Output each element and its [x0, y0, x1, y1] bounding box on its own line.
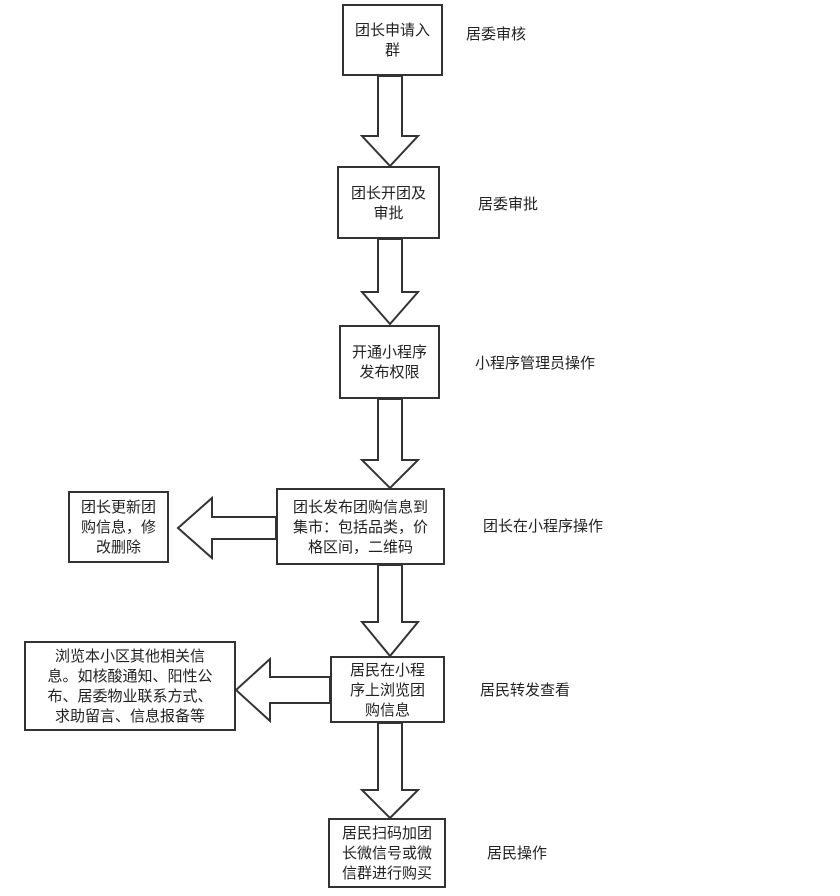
step-text-apply: 团长申请入 群 [354, 21, 430, 59]
left-arrow-2 [234, 656, 331, 724]
step-note-browse: 居民转发查看 [480, 681, 571, 699]
step-box-browse: 居民在小程 序上浏览团 购信息 [330, 656, 445, 723]
side-text-update: 团长更新团 购信息，修 改删除 [80, 498, 156, 556]
down-arrow-4 [359, 564, 421, 658]
step-note-publish: 团长在小程序操作 [483, 517, 604, 535]
side-box-browse-other: 浏览本小区其他相关信 息。如核酸通知、阳性公 布、居委物业联系方式、 求助留言、… [24, 641, 236, 731]
step-box-open-group: 团长开团及 审批 [337, 166, 440, 239]
step-note-apply: 居委审核 [466, 25, 527, 43]
step-text-browse: 居民在小程 序上浏览团 购信息 [349, 660, 425, 719]
step-note-permission: 小程序管理员操作 [475, 354, 596, 372]
step-text-open-group: 团长开团及 审批 [350, 183, 426, 222]
down-arrow-3 [359, 398, 421, 490]
step-box-apply: 团长申请入 群 [342, 4, 443, 76]
down-arrow-1 [359, 75, 421, 168]
step-box-publish: 团长发布团购信息到 集市：包括品类，价 格区间，二维码 [276, 488, 445, 565]
step-note-open-group: 居委审批 [478, 195, 539, 213]
step-box-permission: 开通小程序 发布权限 [339, 325, 440, 399]
side-text-browse-other: 浏览本小区其他相关信 息。如核酸通知、阳性公 布、居委物业联系方式、 求助留言、… [47, 647, 213, 725]
left-arrow-1 [176, 495, 277, 561]
down-arrow-5 [359, 722, 421, 820]
step-text-publish: 团长发布团购信息到 集市：包括品类，价 格区间，二维码 [292, 497, 428, 556]
step-text-purchase: 居民扫码加团 长微信号或微 信群进行购买 [341, 824, 432, 882]
side-box-update: 团长更新团 购信息，修 改删除 [68, 491, 169, 563]
step-text-permission: 开通小程序 发布权限 [351, 343, 427, 381]
down-arrow-2 [359, 238, 421, 326]
step-note-purchase: 居民操作 [487, 844, 548, 862]
step-box-purchase: 居民扫码加团 长微信号或微 信群进行购买 [328, 818, 446, 888]
